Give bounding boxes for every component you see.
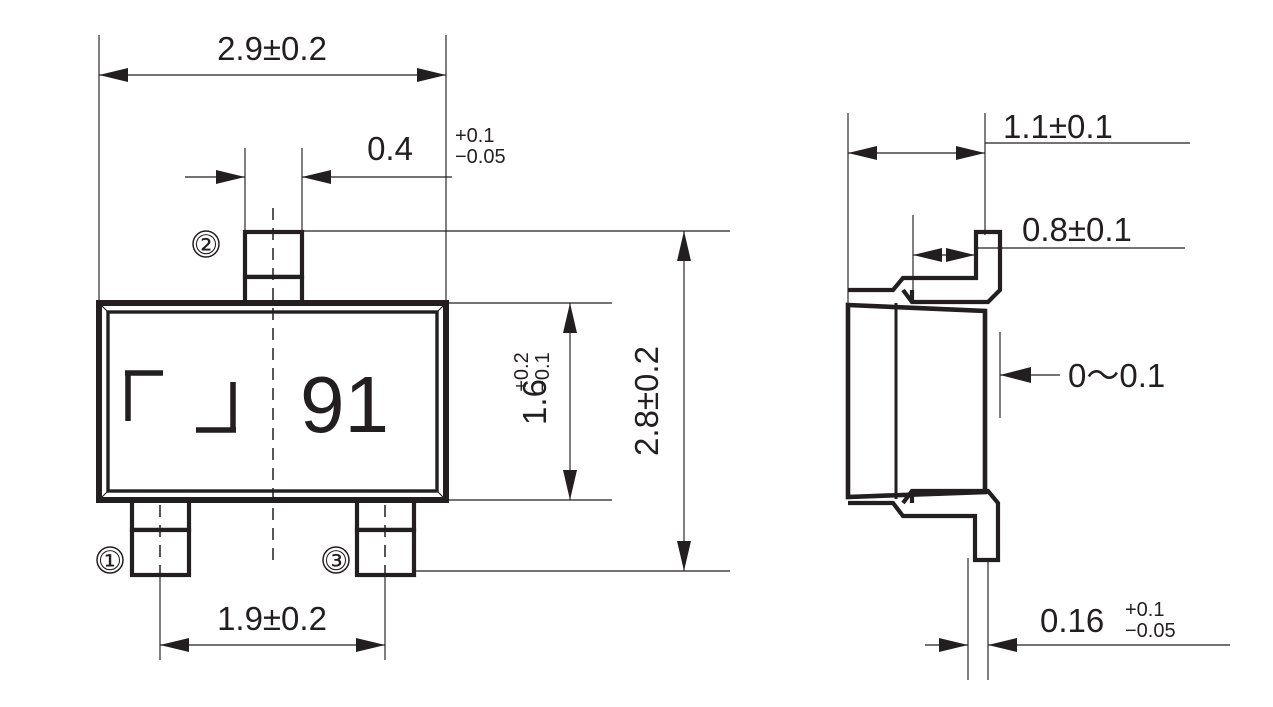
pin-number-1: ① <box>96 546 124 576</box>
side-view-extension-lines <box>847 113 1230 680</box>
dimension-lead-span: 1.9±0.2 <box>160 600 385 652</box>
dimension-overall-width-label: 2.9±0.2 <box>217 30 327 67</box>
dimension-overall-height: 2.8±0.2 <box>628 231 691 571</box>
dimension-lead-thickness-tolerance-upper: +0.1 <box>1125 599 1164 621</box>
dimension-standoff: 0〜0.1 <box>1000 357 1165 394</box>
dimension-lead-width-value: 0.4 <box>367 130 413 167</box>
pin-number-3: ③ <box>322 546 350 576</box>
dimension-overall-width: 2.9±0.2 <box>99 30 446 82</box>
dimension-standoff-label: 0〜0.1 <box>1068 357 1165 394</box>
marking-bracket-right <box>196 382 236 433</box>
dimension-lead-thickness-tolerance-lower: −0.05 <box>1125 620 1176 642</box>
dimension-body-height: 1.6 +0.2 −0.1 <box>511 303 577 500</box>
dimension-lead-thickness-value: 0.16 <box>1040 602 1104 639</box>
side-lead-lower <box>848 488 1001 563</box>
dimension-body-height-value: 1.6 <box>516 379 553 425</box>
dimension-body-height-tolerance-upper: +0.2 <box>511 352 533 391</box>
dimension-overall-height-label: 2.8±0.2 <box>628 346 665 456</box>
dimension-lead-width-tolerance-upper: +0.1 <box>455 125 494 147</box>
dimension-lead-span-label: 1.9±0.2 <box>217 600 327 637</box>
dimension-overall-thickness: 1.1±0.1 <box>848 108 1113 160</box>
pin-number-3-label: ③ <box>324 546 348 576</box>
dimension-lead-thickness: 0.16 +0.1 −0.05 <box>925 599 1176 652</box>
marking-bracket-left <box>125 370 163 421</box>
side-lead-upper <box>848 229 1003 305</box>
dimension-body-thickness: 0.8±0.1 <box>913 211 1132 262</box>
package-body-side-view <box>845 302 988 500</box>
side-view: 1.1±0.1 0.8±0.1 <box>845 108 1230 680</box>
dimension-lead-width: 0.4 +0.1 −0.05 <box>216 125 506 184</box>
dimension-overall-thickness-label: 1.1±0.1 <box>1003 108 1113 145</box>
dimension-lead-width-tolerance-lower: −0.05 <box>455 146 506 168</box>
package-marking: 91 <box>125 360 389 449</box>
top-view: 2.9±0.2 0.4 +0.1 −0.05 1.6 +0.2 −0.1 <box>96 30 730 660</box>
dimension-body-thickness-label: 0.8±0.1 <box>1022 211 1132 248</box>
pin-number-2-label: ② <box>194 230 218 260</box>
pin-number-2: ② <box>192 230 220 260</box>
dimension-body-height-tolerance-lower: −0.1 <box>532 352 554 391</box>
pin-number-1-label: ① <box>98 546 122 576</box>
marking-code-label: 91 <box>300 360 389 449</box>
